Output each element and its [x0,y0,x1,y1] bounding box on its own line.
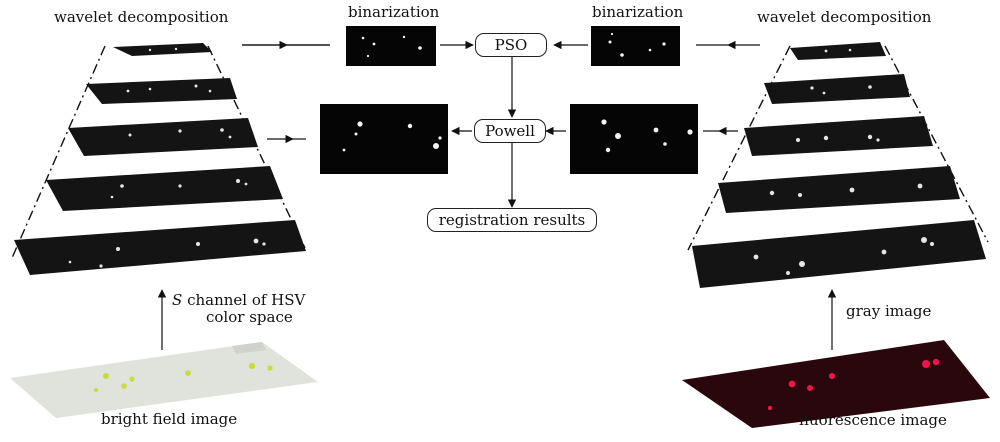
left-pyramid-title: wavelet decomposition [54,8,229,26]
binarization-image-left [346,26,436,66]
left-wavelet-layers [14,43,306,275]
binarization-label-left: binarization [348,3,440,21]
right-layer-5 [692,220,986,288]
binarization-label-right: binarization [592,3,684,21]
bright-field-image [10,342,318,418]
left-layer-4 [46,166,283,211]
s-channel-text: channel of HSV [187,291,306,309]
left-layer-2 [86,78,237,104]
right-layer-2 [764,74,910,104]
registration-results-node: registration results [427,208,597,232]
right-layer-spots [753,48,934,275]
right-pyramid-outline [687,45,989,251]
powell-image-right [570,104,698,174]
binarized-images [320,26,698,174]
flow-arrows [157,40,837,350]
fluorescence-image [682,340,990,428]
binarized-spots [342,32,693,153]
binarization-image-right [591,26,680,66]
gray-image-label: gray image [846,302,932,320]
left-pyramid-outline [11,45,306,259]
left-layer-5 [14,220,306,275]
right-layer-1 [790,42,886,60]
powell-image-left [320,104,448,174]
right-layer-4 [718,166,960,213]
bright-field-caption: bright field image [101,410,238,428]
left-layer-1 [113,43,212,56]
s-channel-label: S channel of HSV color space [172,291,306,327]
powell-node: Powell [474,119,546,143]
fluorescence-caption: fluorescence image [799,411,947,429]
left-layer-3 [68,118,258,156]
pso-node: PSO [475,33,547,57]
right-pyramid-title: wavelet decomposition [757,8,932,26]
s-channel-text-line2: color space [206,308,293,327]
left-layer-spots [68,47,266,268]
s-channel-variable: S [172,291,183,309]
right-wavelet-layers [692,42,986,288]
right-layer-3 [744,116,933,156]
